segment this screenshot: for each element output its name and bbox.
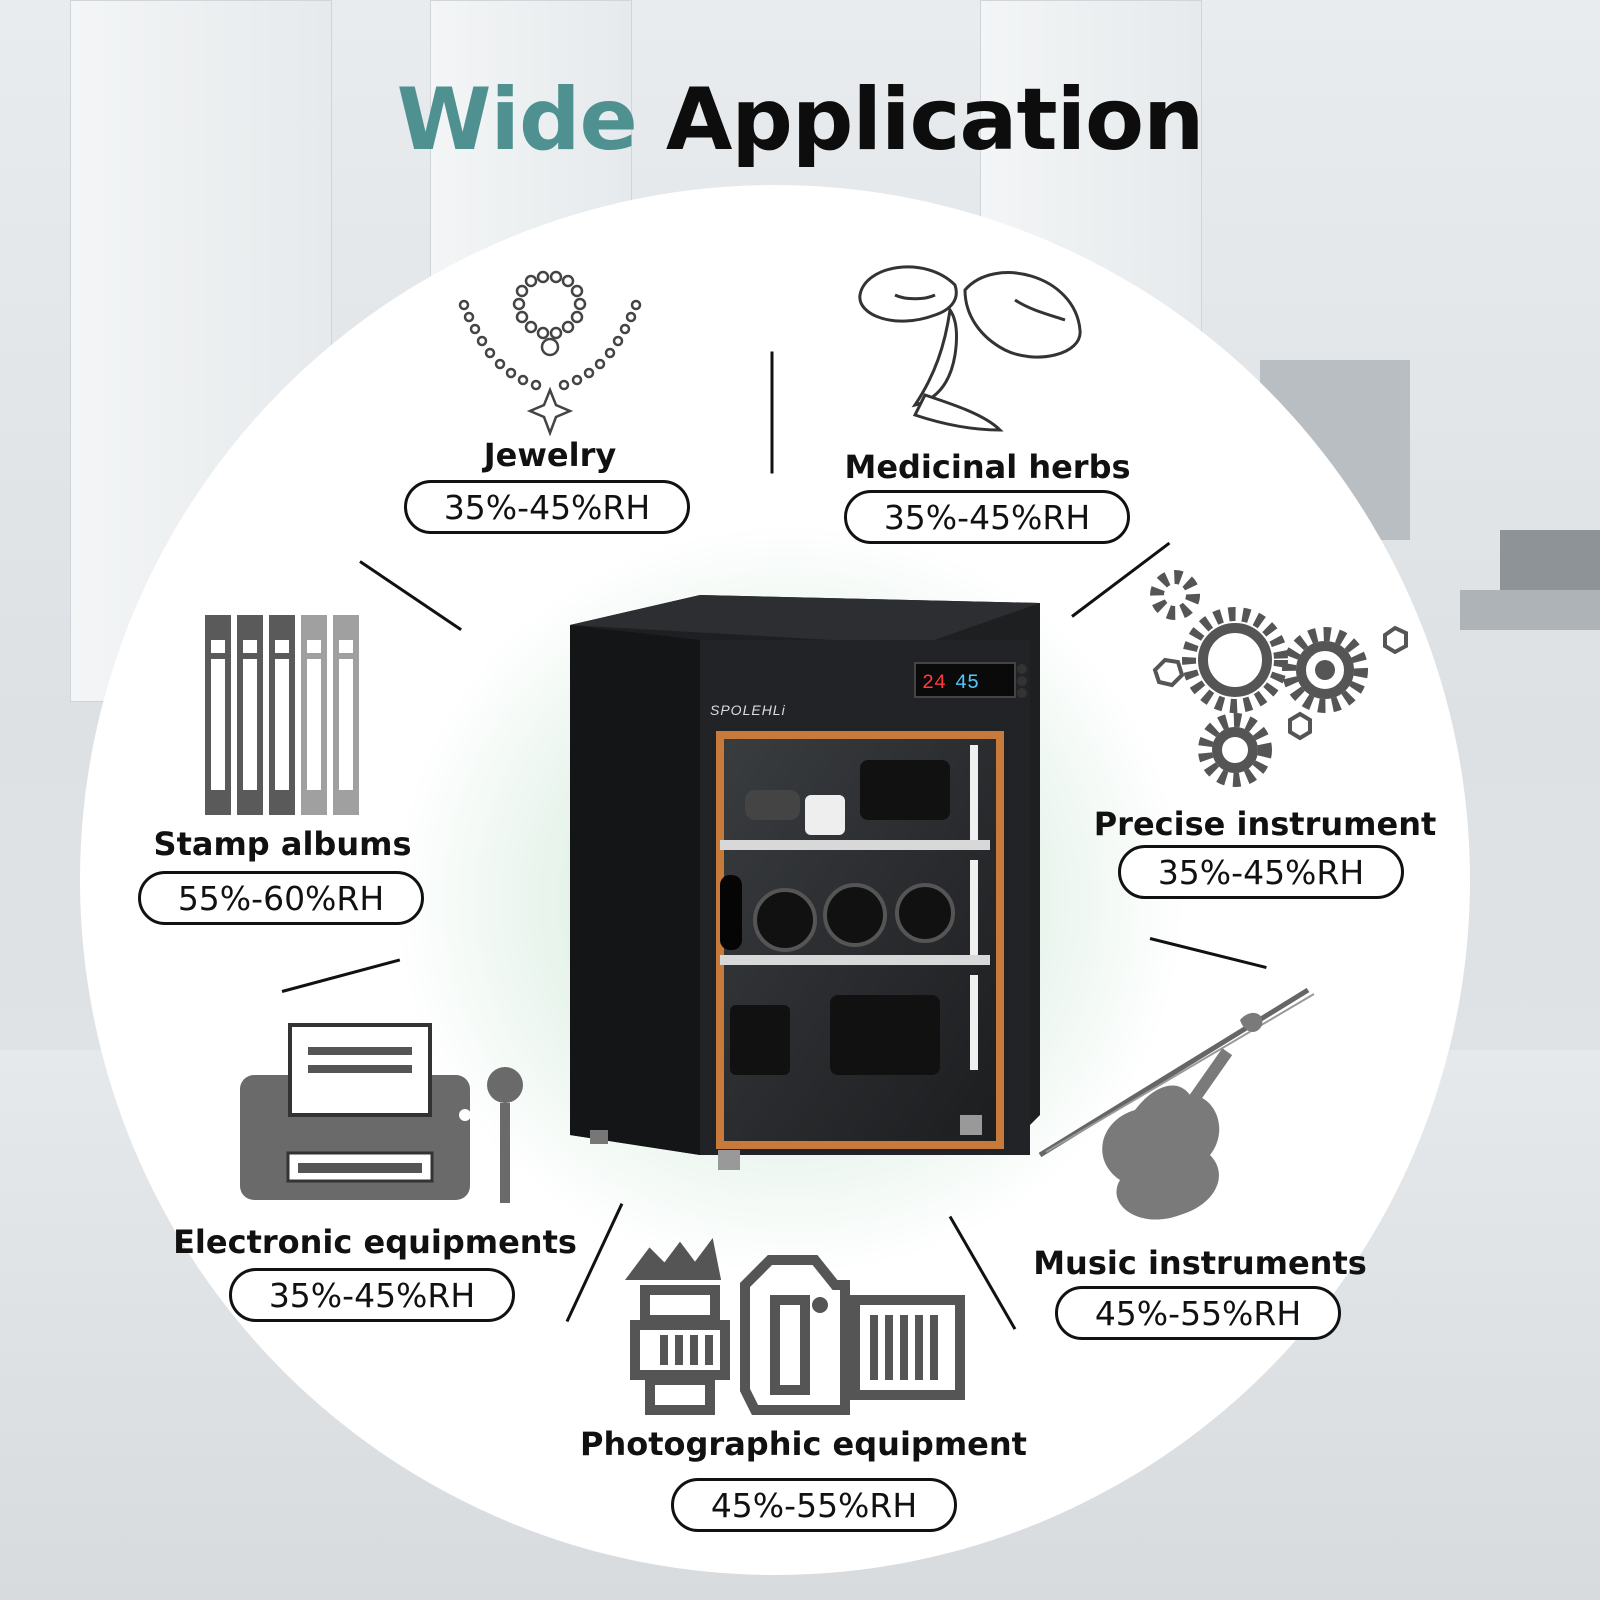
violin-icon xyxy=(1038,987,1315,1220)
mushroom-icon xyxy=(858,265,1082,432)
humidity-pill-photographic-equipment: 45%-55%RH xyxy=(671,1478,957,1532)
humidity-display: 45 xyxy=(955,672,979,695)
binders-icon xyxy=(205,615,359,815)
item-label-photographic-equipment: Photographic equipment xyxy=(580,1425,1027,1463)
temperature-display: 24 xyxy=(922,672,946,695)
background-desk xyxy=(1500,530,1600,590)
cabinet-brand-text: SPOLEHLi xyxy=(710,702,786,718)
dry-cabinet-image: SPOLEHLi 24 45 xyxy=(570,595,1040,1170)
humidity-pill-music-instruments: 45%-55%RH xyxy=(1055,1286,1341,1340)
camera-icon xyxy=(625,1238,965,1415)
item-label-electronic-equipments: Electronic equipments xyxy=(173,1223,577,1261)
item-label-stamp-albums: Stamp albums xyxy=(153,825,412,863)
item-label-medicinal-herbs: Medicinal herbs xyxy=(844,448,1131,486)
necklace-icon xyxy=(458,270,642,437)
humidity-pill-electronic-equipments: 35%-45%RH xyxy=(229,1268,515,1322)
humidity-pill-precise-instrument: 35%-45%RH xyxy=(1118,845,1404,899)
connector-line xyxy=(770,351,774,474)
gears-icon xyxy=(1150,570,1408,787)
printer-icon xyxy=(240,1023,523,1203)
title-accent-word: Wide xyxy=(396,70,638,170)
item-label-music-instruments: Music instruments xyxy=(1033,1244,1367,1282)
page-title: Wide Application xyxy=(0,70,1600,170)
item-label-jewelry: Jewelry xyxy=(483,436,617,474)
humidity-pill-medicinal-herbs: 35%-45%RH xyxy=(844,490,1130,544)
background-desk xyxy=(1460,590,1600,630)
humidity-pill-stamp-albums: 55%-60%RH xyxy=(138,871,424,925)
item-label-precise-instrument: Precise instrument xyxy=(1093,805,1437,843)
humidity-pill-jewelry: 35%-45%RH xyxy=(404,480,690,534)
title-main-word: Application xyxy=(665,70,1205,170)
